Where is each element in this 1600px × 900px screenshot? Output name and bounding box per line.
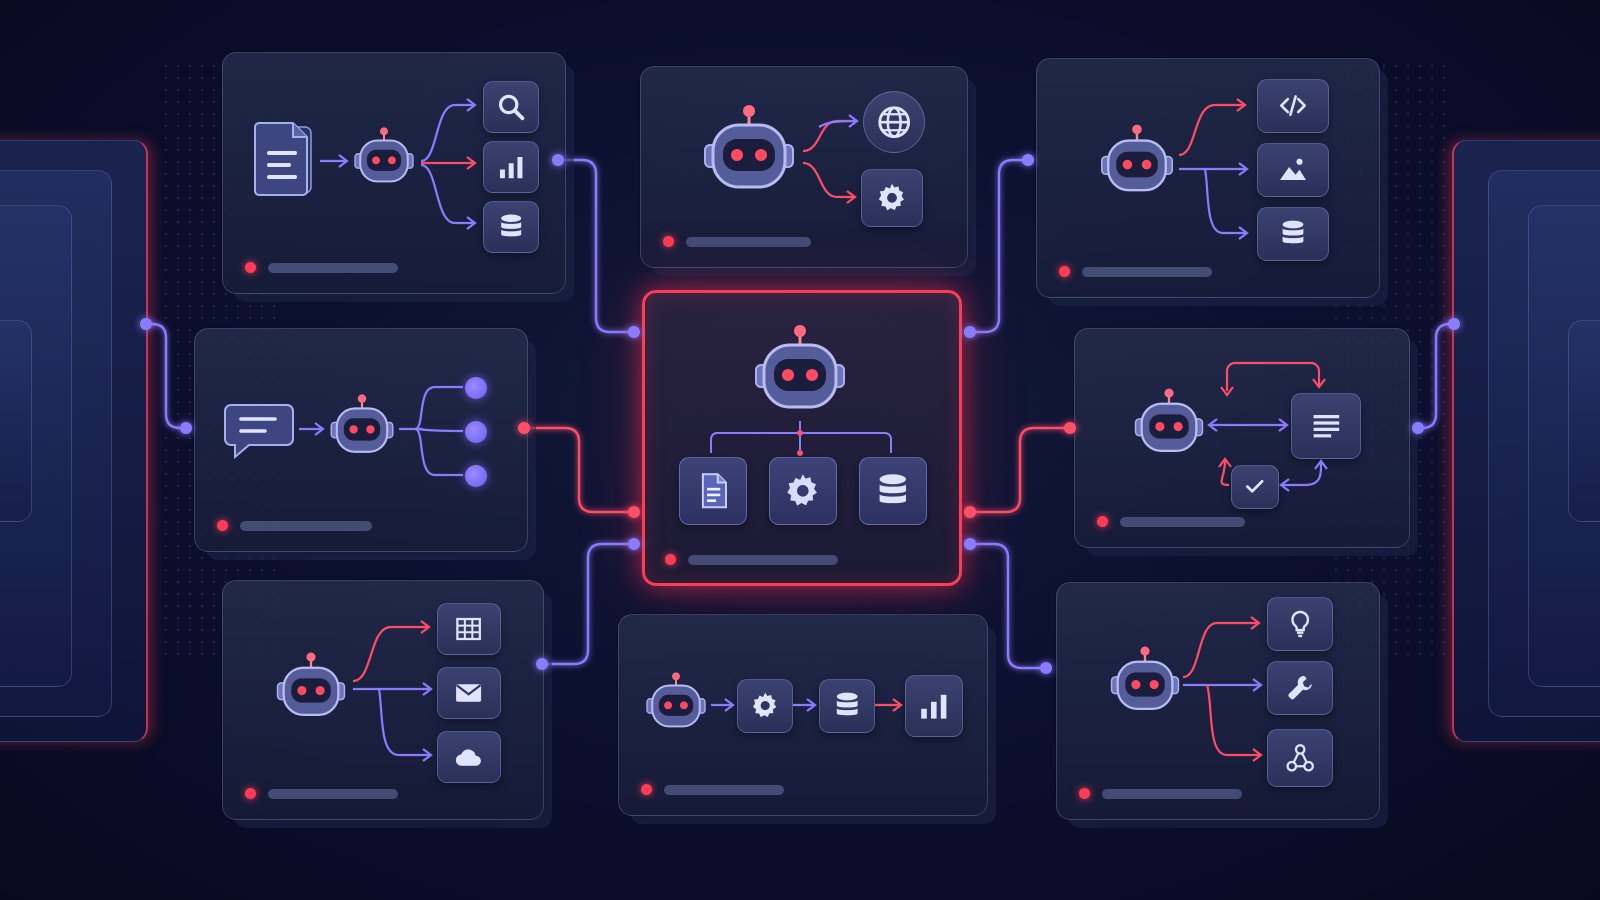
connector-dot <box>552 154 564 166</box>
globe-icon[interactable] <box>863 91 925 153</box>
connector-dot <box>180 422 192 434</box>
progress-bar <box>664 784 784 795</box>
node-icon[interactable] <box>465 377 487 399</box>
card-footer <box>217 520 372 531</box>
card-mid-right[interactable] <box>1074 328 1410 548</box>
robot-icon <box>273 651 349 727</box>
card-footer <box>1059 266 1212 277</box>
node-icon[interactable] <box>465 421 487 443</box>
image-icon[interactable] <box>1257 143 1329 197</box>
connector-dot <box>964 326 976 338</box>
status-dot <box>663 236 674 247</box>
list-icon[interactable] <box>1291 393 1361 459</box>
progress-bar <box>268 262 398 273</box>
grid-icon[interactable] <box>437 603 501 655</box>
progress-bar <box>1082 266 1212 277</box>
document-icon <box>254 119 315 197</box>
wrench-icon[interactable] <box>1267 661 1333 715</box>
card-footer <box>245 262 398 273</box>
bar-chart-icon[interactable] <box>483 141 539 193</box>
progress-bar <box>1120 516 1245 527</box>
gear-icon[interactable] <box>769 457 837 525</box>
card-footer <box>245 788 398 799</box>
gear-icon[interactable] <box>737 679 793 733</box>
status-dot <box>1059 266 1070 277</box>
progress-bar <box>1102 788 1242 799</box>
database-icon[interactable] <box>819 679 875 733</box>
card-footer <box>663 236 811 247</box>
status-dot <box>245 788 256 799</box>
robot-icon <box>327 393 397 463</box>
card-top-left[interactable] <box>222 52 566 294</box>
card-footer <box>1097 516 1245 527</box>
connector-dot <box>628 506 640 518</box>
progress-bar <box>240 520 372 531</box>
robot-icon <box>745 323 855 423</box>
status-dot <box>665 554 676 565</box>
robot-icon <box>643 671 709 737</box>
database-icon[interactable] <box>483 201 539 253</box>
mail-icon[interactable] <box>437 667 501 719</box>
bar-chart-icon[interactable] <box>905 675 963 737</box>
status-dot <box>1079 788 1090 799</box>
robot-icon <box>351 125 417 193</box>
progress-bar <box>688 554 838 565</box>
search-icon[interactable] <box>483 81 539 133</box>
connector-dot <box>628 538 640 550</box>
status-dot <box>641 784 652 795</box>
robot-icon <box>1107 645 1183 721</box>
connector-dot <box>1022 154 1034 166</box>
node-icon[interactable] <box>465 465 487 487</box>
connector-dot <box>628 326 640 338</box>
connector-dot <box>1040 662 1052 674</box>
robot-icon <box>699 103 799 203</box>
status-dot <box>1097 516 1108 527</box>
robot-icon <box>1097 123 1177 203</box>
connector-dot <box>964 538 976 550</box>
database-icon[interactable] <box>1257 207 1329 261</box>
card-bottom-center[interactable] <box>618 614 988 816</box>
card-footer <box>1079 788 1242 799</box>
card-top-right[interactable] <box>1036 58 1380 298</box>
connector-dot <box>536 658 548 670</box>
network-icon[interactable] <box>1267 729 1333 787</box>
card-center-hub[interactable] <box>642 290 962 586</box>
code-icon[interactable] <box>1257 79 1329 133</box>
connector-dot <box>140 318 152 330</box>
connector-dot <box>964 506 976 518</box>
card-top-center[interactable] <box>640 66 968 268</box>
progress-bar <box>268 788 398 799</box>
connector-dot <box>1448 318 1460 330</box>
progress-bar <box>686 236 811 247</box>
cloud-icon[interactable] <box>437 731 501 783</box>
card-footer <box>665 554 838 565</box>
gear-icon[interactable] <box>861 169 923 227</box>
check-icon[interactable] <box>1231 465 1279 509</box>
status-dot <box>217 520 228 531</box>
chat-bubble-icon <box>223 401 295 465</box>
connector-dot <box>1064 422 1076 434</box>
card-bottom-right[interactable] <box>1056 582 1380 820</box>
status-dot <box>245 262 256 273</box>
card-mid-left[interactable] <box>194 328 528 552</box>
robot-icon <box>1131 387 1207 463</box>
connector-dot <box>1412 422 1424 434</box>
document-icon[interactable] <box>679 457 747 525</box>
connector-dot <box>518 422 530 434</box>
database-icon[interactable] <box>859 457 927 525</box>
card-footer <box>641 784 784 795</box>
card-bottom-left[interactable] <box>222 580 544 820</box>
lightbulb-icon[interactable] <box>1267 597 1333 651</box>
